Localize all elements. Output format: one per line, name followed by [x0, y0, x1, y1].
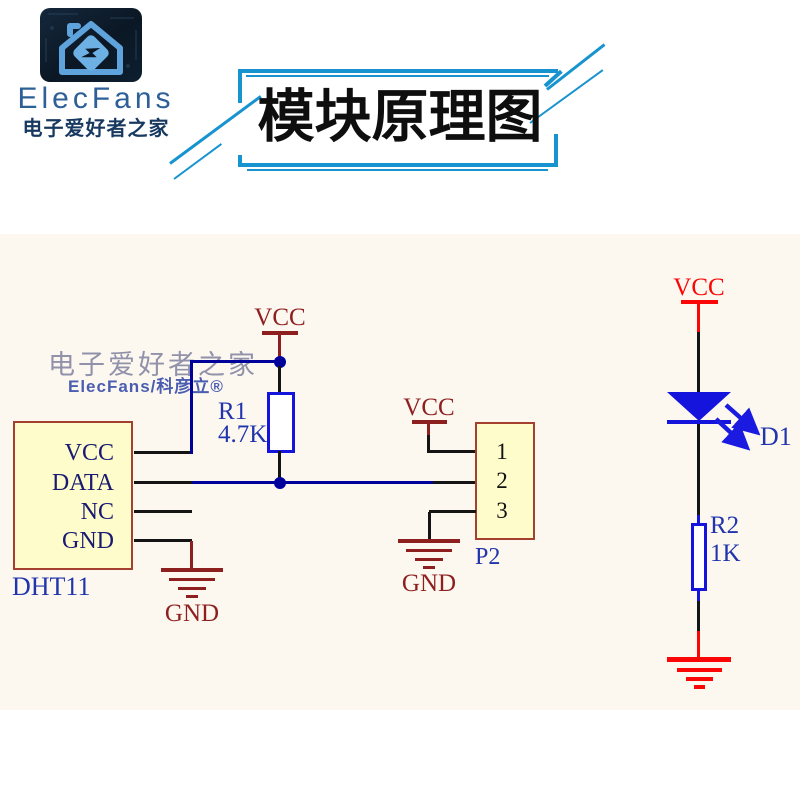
- wire-gnd3-drop: [697, 631, 700, 661]
- dht11-pin-label-gnd: GND: [62, 528, 114, 554]
- wire-led-to-r2: [697, 424, 700, 517]
- wire-p2-pin2-stub: [433, 481, 476, 484]
- wire-dht11-nc-stub: [134, 510, 192, 513]
- gnd-bar: [423, 566, 435, 569]
- vcc-power-stem: [697, 302, 700, 333]
- p2-pin-1: 1: [496, 439, 508, 464]
- gnd-bar: [415, 558, 443, 561]
- gnd-bar: [169, 578, 215, 581]
- gnd-bar: [178, 587, 206, 590]
- wire-dht11-gnd-stub: [134, 539, 192, 542]
- r2-refdes: R2: [710, 512, 740, 539]
- vcc-power-stem: [278, 333, 281, 362]
- wire-gnd1-drop: [190, 541, 193, 570]
- gnd-bar: [186, 595, 198, 598]
- led-cathode-bar: [667, 420, 731, 424]
- gnd-symbol: [394, 539, 464, 569]
- wire-gnd2-drop: [428, 512, 431, 541]
- p2-pin-2: 2: [496, 468, 508, 493]
- brand-tagline: 电子爱好者之家: [22, 118, 170, 140]
- banner-frame-top-thin: [246, 75, 549, 77]
- wire-p2-pin1-stub: [427, 450, 476, 453]
- led-triangle: [667, 392, 731, 421]
- dht11-pin-label-nc: NC: [80, 499, 114, 525]
- wire-data-net: [192, 481, 433, 484]
- wire-dht11-data-stub: [134, 481, 192, 484]
- p2-body: [475, 422, 535, 540]
- r1-refdes: R1: [218, 398, 248, 425]
- wire-r1-bottom: [278, 451, 281, 484]
- p2-pin-3: 3: [496, 498, 508, 523]
- banner-frame-top: [238, 69, 558, 73]
- wire-r2-stub-bottom: [697, 589, 700, 602]
- dht11-body: [13, 421, 133, 570]
- resistor-r1: [267, 392, 295, 453]
- wire-vcc-vertical: [190, 361, 193, 454]
- vcc-power-stem: [427, 422, 430, 436]
- led-emission-arrows-icon: [714, 403, 761, 451]
- wire-r1-top: [278, 366, 281, 393]
- dht11-pin-label-data: DATA: [51, 470, 114, 496]
- gnd-bar: [398, 539, 460, 543]
- elecfans-logo: [40, 8, 142, 82]
- wire-r2-to-gnd: [697, 601, 700, 632]
- dht11-pin-label-vcc: VCC: [64, 440, 114, 466]
- gnd-bar: [693, 685, 705, 689]
- gnd-bar: [685, 677, 713, 681]
- banner-frame-bottom: [240, 163, 558, 167]
- dht11-refdes: DHT11: [12, 572, 91, 601]
- gnd-bar: [161, 568, 223, 572]
- gnd-bar: [676, 668, 722, 672]
- r2-value: 1K: [710, 540, 741, 567]
- resistor-r2: [691, 523, 707, 591]
- banner-frame-bottom-thin: [247, 169, 548, 171]
- house-bolt-icon: [45, 13, 137, 75]
- gnd-net-label: GND: [164, 600, 220, 627]
- wire-dht11-vcc-stub: [134, 451, 192, 454]
- gnd-symbol: [157, 568, 227, 598]
- vcc-net-label: VCC: [403, 394, 455, 421]
- banner-frame-right: [554, 134, 558, 167]
- schematic-background: [0, 234, 800, 710]
- vcc-net-label: VCC: [673, 274, 725, 301]
- d1-refdes: D1: [760, 422, 792, 451]
- banner-diagonal-line: [173, 143, 223, 180]
- banner-diagonal-line: [546, 43, 606, 91]
- brand-name: ElecFans: [17, 82, 175, 115]
- gnd-bar: [406, 549, 452, 552]
- wire-r2-stub-top: [697, 515, 700, 525]
- page-title: 模块原理图: [257, 85, 543, 149]
- watermark-line1: 电子爱好者之家: [48, 350, 258, 380]
- junction-dot: [274, 356, 286, 368]
- watermark-line2: ElecFans/科彦立®: [68, 377, 224, 396]
- vcc-net-label: VCC: [254, 304, 306, 331]
- banner-frame-left: [238, 69, 242, 103]
- gnd-net-label: GND: [401, 570, 457, 597]
- gnd-symbol: [664, 657, 734, 689]
- p2-refdes: P2: [475, 544, 501, 570]
- wire-p2-pin3-stub: [429, 510, 476, 513]
- wire-vcc-horizontal: [190, 360, 282, 363]
- wire-led-anode: [697, 332, 700, 394]
- banner-frame-corner: [238, 155, 242, 167]
- wire-p2-pin1-vert: [427, 435, 430, 453]
- r1-value: 4.7K: [218, 421, 268, 448]
- gnd-bar: [667, 657, 731, 662]
